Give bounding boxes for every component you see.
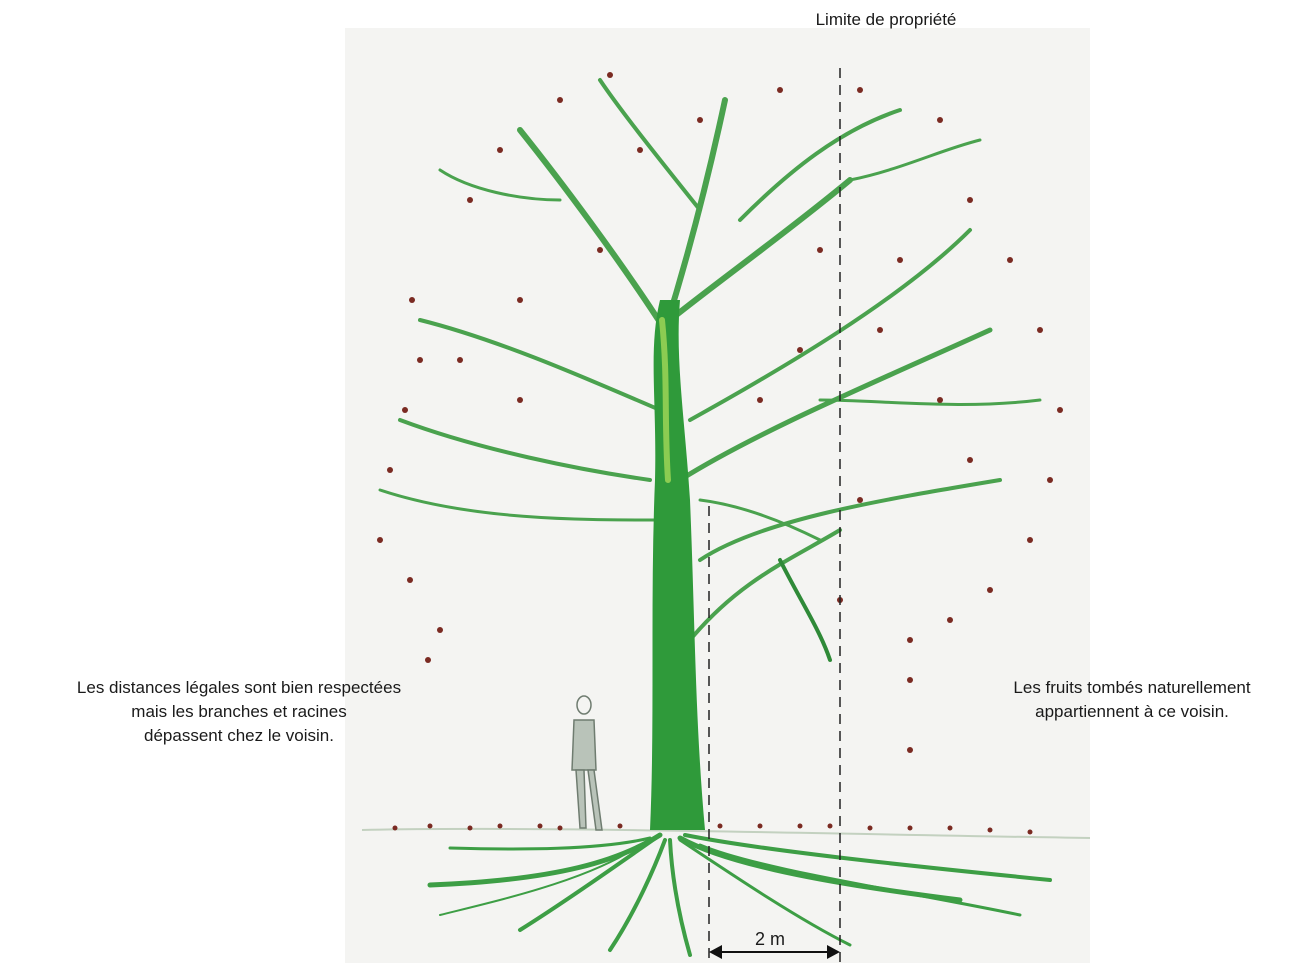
right-note-line-1: Les fruits tombés naturellement [960, 676, 1302, 700]
distance-label: 2 m [720, 928, 820, 950]
right-note: Les fruits tombés naturellement appartie… [960, 676, 1302, 724]
right-note-line-2: appartiennent à ce voisin. [960, 700, 1302, 724]
property-line-label: Limite de propriété [0, 8, 1302, 32]
left-note-line-2: mais les branches et racines [0, 700, 478, 724]
left-note-line-1: Les distances légales sont bien respecté… [0, 676, 478, 700]
left-note: Les distances légales sont bien respecté… [0, 676, 478, 748]
left-note-line-3: dépassent chez le voisin. [0, 724, 478, 748]
